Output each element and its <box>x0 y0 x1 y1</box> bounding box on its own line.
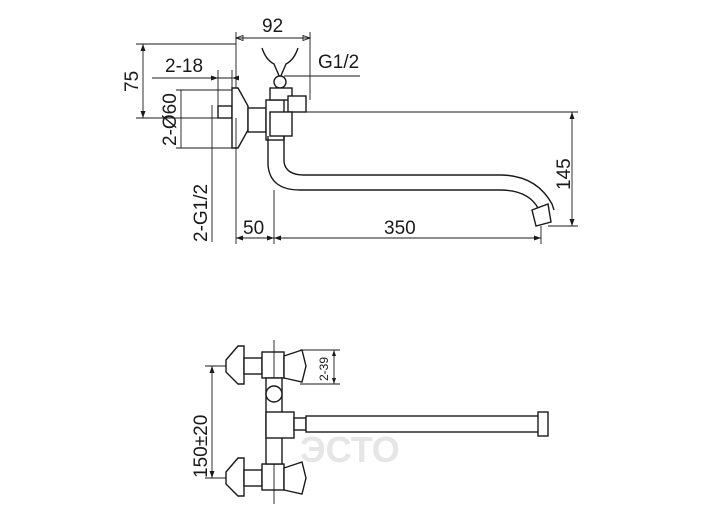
dim-inlet-thread-label: 2-G1/2 <box>191 184 212 242</box>
dim-connection-label: 2-18 <box>165 56 203 77</box>
dim-height-label: 75 <box>122 71 143 92</box>
top-view: 92 G1/2 75 2-18 <box>122 16 578 244</box>
dim-connection-2-18: 2-18 <box>152 56 239 118</box>
dim-width-label: 92 <box>262 16 283 37</box>
dim-centers-150: 150±20 <box>191 365 232 479</box>
mixer-body <box>265 377 307 465</box>
dim-lengths: 50 350 <box>235 118 542 244</box>
dim-flange-label: 2-Ø60 <box>160 93 181 146</box>
dim-spout-length-label: 350 <box>384 218 416 239</box>
dim-centers-label: 150±20 <box>191 415 212 478</box>
spout <box>267 136 555 227</box>
side-spout <box>305 411 549 437</box>
dim-offset-label: 50 <box>243 218 264 239</box>
watermark: ЭСТО <box>300 429 400 470</box>
dim-outlet-thread-label: G1/2 <box>318 52 359 73</box>
dim-handle-2-39: 2-39 <box>300 349 340 385</box>
dim-spout-height-145: 145 <box>300 111 578 227</box>
dim-handle-label: 2-39 <box>317 357 331 381</box>
upper-valve <box>225 340 307 392</box>
dim-inlet-thread: 2-G1/2 <box>191 105 213 242</box>
dim-spout-height-label: 145 <box>554 158 575 190</box>
shower-holder <box>261 47 307 137</box>
dim-outlet-thread: G1/2 <box>284 52 360 77</box>
dim-flange-60: 2-Ø60 <box>160 89 232 149</box>
lower-valve <box>225 452 307 504</box>
side-view: ЭСТО 150±20 2-39 <box>191 340 549 504</box>
